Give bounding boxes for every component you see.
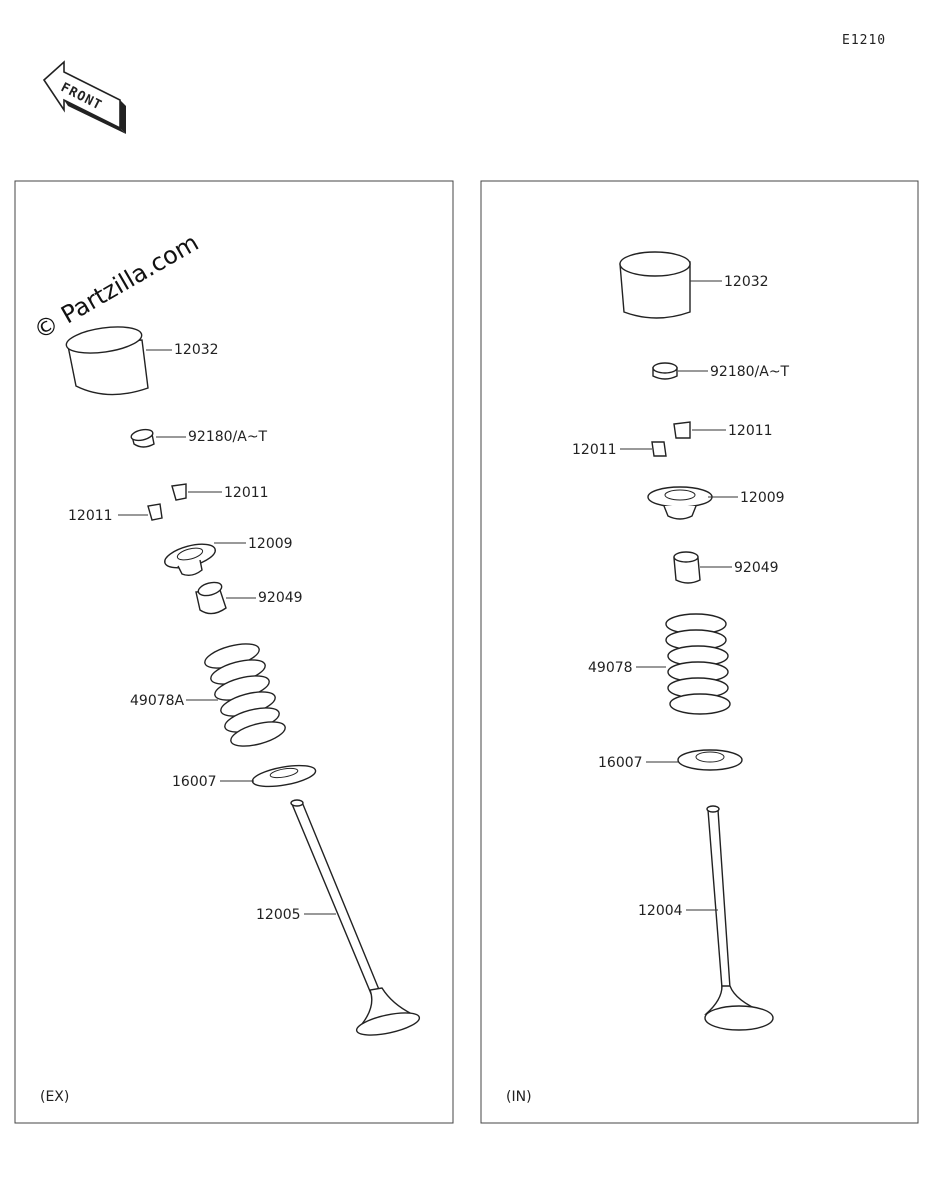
cotter-in-b [651,441,667,457]
label-seal-ex: 92049 [258,590,303,606]
tappet-in [619,251,691,319]
seal-in [673,551,701,584]
label-valve-in: 12004 [638,903,683,919]
label-seal-in: 92049 [734,560,779,576]
shim-in [652,362,678,380]
exhaust-parts: 12032 92180/A~T 12011 12011 12009 92049 [40,326,421,1105]
spring-ex [204,643,286,747]
label-seat-ex: 16007 [172,774,217,790]
label-tappet-in: 12032 [724,274,769,290]
seat-ex [251,764,317,788]
label-cotter-ex-a: 12011 [224,485,269,501]
seat-in [677,749,743,771]
valve-in [704,805,774,1031]
label-retainer-in: 12009 [740,490,785,506]
valve-ex [290,799,421,1036]
label-cotter-in-b: 12011 [572,442,617,458]
label-shim-ex: 92180/A~T [188,429,268,445]
tappet-ex [65,326,149,396]
front-arrow-icon: FRONT [42,60,126,134]
intake-panel [480,180,919,1124]
cotter-ex-b [147,503,163,521]
cotter-ex-a [171,483,187,501]
exhaust-panel [14,180,454,1124]
caption-in: (IN) [506,1089,532,1105]
retainer-in [647,486,713,520]
label-cotter-in-a: 12011 [728,423,773,439]
retainer-ex [164,543,216,577]
label-valve-ex: 12005 [256,907,301,923]
intake-parts: 12032 92180/A~T 12011 12011 12009 92049 [506,251,790,1105]
label-spring-ex: 49078A [130,693,185,709]
shim-ex [130,428,155,448]
label-spring-in: 49078 [588,660,633,676]
label-tappet-ex: 12032 [174,342,219,358]
label-cotter-ex-b: 12011 [68,508,113,524]
seal-ex [195,581,227,615]
label-seat-in: 16007 [598,755,643,771]
spring-in [665,613,731,715]
cotter-in-a [673,421,691,439]
label-retainer-ex: 12009 [248,536,293,552]
caption-ex: (EX) [40,1089,69,1105]
label-shim-in: 92180/A~T [710,364,790,380]
diagram-code: E1210 [842,33,886,48]
